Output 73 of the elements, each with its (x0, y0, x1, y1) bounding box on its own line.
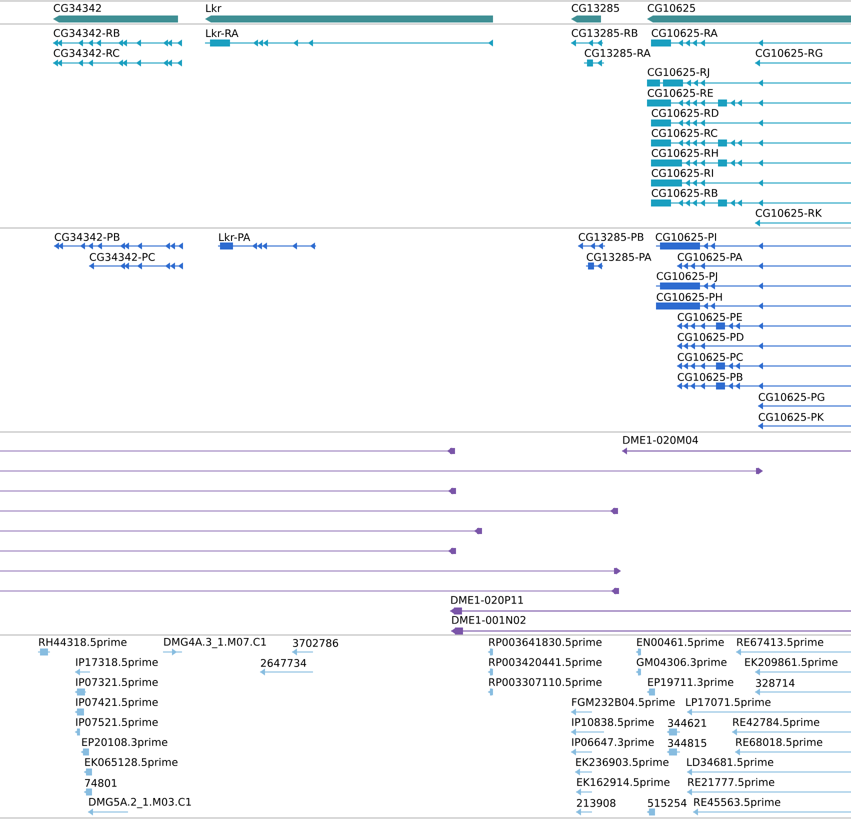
feature-label: IP10838.5prime (572, 718, 654, 728)
feature-label: DME1-020M04 (623, 436, 698, 444)
feature-label: 213908 (576, 799, 616, 807)
feature-label: CG10625-RJ (648, 68, 709, 78)
feature-label: CG10625-PJ (656, 272, 718, 282)
feature-label: EN00461.5prime (637, 638, 724, 648)
feature-label: Lkr-PA (219, 233, 250, 241)
feature-label: DMG5A.2_1.M03.C1 (89, 798, 191, 808)
feature-label: 328714 (756, 679, 795, 687)
feature-label: CG10625-RI (652, 169, 713, 177)
feature-label: IP17318.5prime (76, 658, 158, 668)
feature-label: CG10625-PD (678, 333, 744, 341)
feature-label: RP003420441.5prime (489, 658, 602, 668)
feature-label: RE45563.5prime (694, 798, 780, 808)
feature-label: EK236903.5prime (576, 758, 668, 768)
feature-label: CG10625-RH (652, 149, 718, 157)
feature-label: CG10625-PI (656, 233, 716, 241)
feature-label: IP07321.5prime (76, 678, 158, 688)
feature-label: CG10625 (648, 4, 695, 12)
feature-label: LD34681.5prime (687, 758, 774, 768)
feature-label: EP19711.3prime (648, 678, 734, 688)
feature-label: CG34342 (54, 4, 101, 12)
feature-label: 3702786 (293, 639, 338, 647)
feature-label: CG10625-PG (758, 393, 824, 401)
feature-label: CG10625-RD (652, 109, 718, 117)
feature-label: RE67413.5prime (737, 638, 824, 648)
feature-label: CG13285-PB (578, 233, 644, 241)
feature-label: CG34342-RC (54, 49, 120, 57)
feature-label: IP06647.3prime (572, 738, 654, 748)
feature-label: 515254 (648, 799, 687, 807)
feature-label: EP20108.3prime (82, 738, 168, 748)
feature-label: 74801 (85, 779, 116, 787)
feature-label: RE21777.5prime (688, 778, 774, 788)
feature-label: CG13285-PA (586, 253, 652, 261)
feature-label: CG13285-RA (584, 49, 651, 57)
feature-label: CG10625-PH (656, 293, 722, 301)
feature-label: CG34342-PC (90, 253, 155, 261)
feature-label: CG10625-PE (678, 313, 742, 321)
feature-label: CG13285 (572, 4, 619, 12)
feature-label: CG10625-RK (756, 209, 822, 217)
feature-label: DME1-001N02 (452, 616, 526, 624)
feature-label: CG34342-PB (54, 233, 120, 241)
feature-label: EK209861.5prime (745, 658, 838, 668)
feature-label: 2647734 (260, 659, 306, 667)
feature-label: Lkr-RA (206, 29, 238, 37)
feature-label: LP17071.5prime (686, 698, 770, 708)
feature-label: FGM232B04.5prime (572, 698, 675, 708)
feature-label: DME1-020P11 (451, 596, 523, 604)
feature-label: 344621 (668, 719, 706, 727)
feature-label: Lkr (206, 4, 222, 12)
feature-label: EK065128.5prime (85, 758, 178, 768)
feature-label: DMG4A.3_1.M07.C1 (164, 638, 266, 648)
feature-label: CG10625-RE (648, 89, 713, 97)
feature-label: 344815 (668, 739, 706, 747)
feature-label: RH44318.5prime (39, 638, 126, 648)
feature-label: RE42784.5prime (733, 718, 820, 728)
feature-label: CG10625-RC (652, 129, 718, 137)
feature-label: CG10625-RB (652, 189, 718, 197)
feature-label: CG34342-RB (54, 29, 120, 37)
feature-label: CG10625-RG (756, 49, 822, 57)
feature-label: EK162914.5prime (577, 778, 670, 788)
feature-label: CG10625-RA (652, 29, 718, 37)
feature-label: CG10625-PK (758, 413, 824, 421)
feature-label: GM04306.3prime (636, 658, 726, 668)
feature-label: IP07521.5prime (76, 718, 158, 728)
feature-label: RP003641830.5prime (489, 638, 602, 648)
feature-label: CG10625-PB (678, 373, 742, 381)
feature-label: RE68018.5prime (736, 738, 822, 748)
feature-label: IP07421.5prime (76, 698, 158, 708)
feature-label: CG10625-PC (678, 353, 743, 361)
feature-label: CG10625-PA (678, 253, 742, 261)
feature-label: CG13285-RB (572, 29, 638, 37)
feature-label: RP003307110.5prime (489, 678, 602, 688)
